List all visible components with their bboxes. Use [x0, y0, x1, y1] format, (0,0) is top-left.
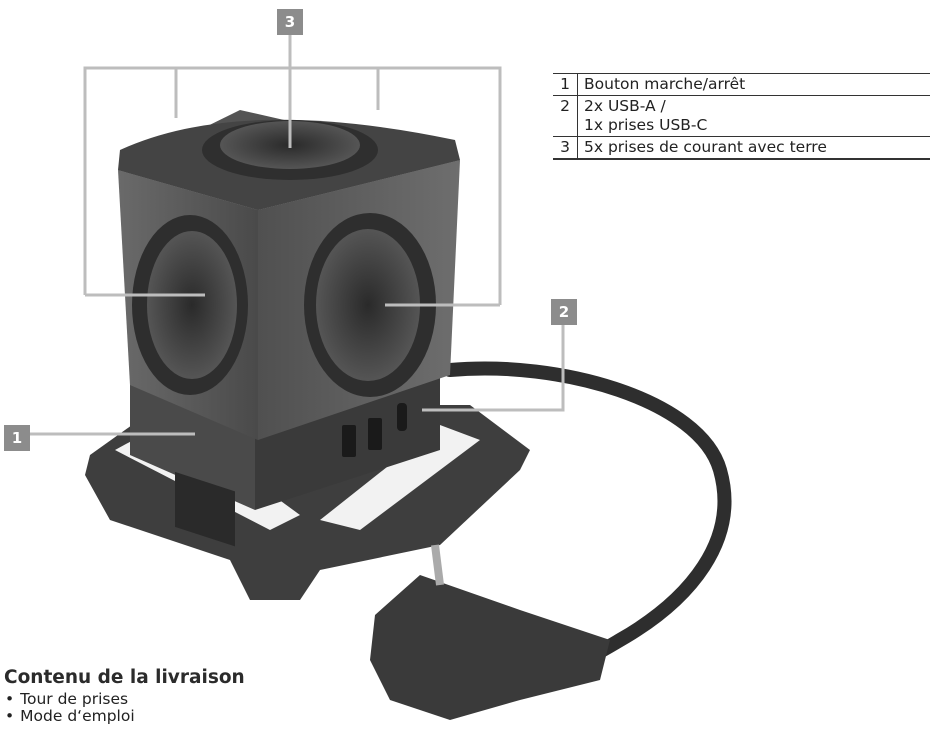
- power-switch: [175, 471, 235, 547]
- legend-table: 1 Bouton marche/arrêt 2 2x USB-A / 1x pr…: [553, 73, 930, 160]
- usb-a-port: [342, 425, 356, 457]
- schuko-plug: [370, 575, 610, 720]
- legend-row-1: 1 Bouton marche/arrêt: [553, 73, 930, 96]
- legend-text: 5x prises de courant avec terre: [577, 136, 930, 160]
- legend-text: 2x USB-A / 1x prises USB-C: [577, 95, 930, 137]
- contents-list: Tour de prises Mode d‘emploi: [4, 691, 245, 725]
- usb-c-port: [397, 403, 407, 431]
- legend-text-line: 1x prises USB-C: [584, 116, 708, 134]
- list-item: Tour de prises: [4, 691, 245, 708]
- callout-badge-2: 2: [551, 299, 577, 325]
- legend-row-3: 3 5x prises de courant avec terre: [553, 136, 930, 160]
- legend-text: Bouton marche/arrêt: [577, 73, 930, 96]
- callout-lines: [30, 33, 565, 436]
- legend-row-2: 2 2x USB-A / 1x prises USB-C: [553, 95, 930, 137]
- callout-badge-1: 1: [4, 425, 30, 451]
- section-heading: Contenu de la livraison: [4, 667, 245, 688]
- usb-a-port: [368, 418, 382, 450]
- delivery-contents: Contenu de la livraison Tour de prises M…: [4, 667, 245, 725]
- list-item: Mode d‘emploi: [4, 708, 245, 725]
- power-cable: [443, 361, 732, 675]
- legend-number: 1: [553, 73, 578, 96]
- legend-number: 2: [553, 95, 578, 137]
- legend-text-line: 2x USB-A /: [584, 97, 666, 115]
- legend-number: 3: [553, 136, 578, 160]
- callout-badge-3: 3: [277, 9, 303, 35]
